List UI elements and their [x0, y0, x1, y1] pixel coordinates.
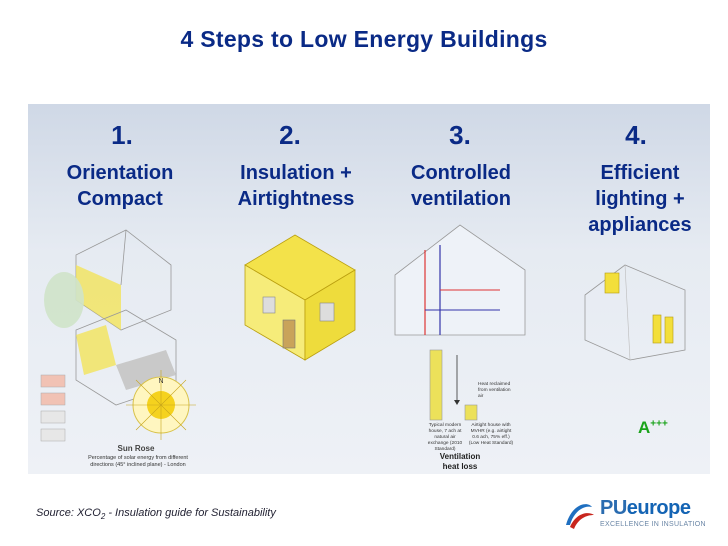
sun-rose-title: Sun Rose — [117, 444, 155, 453]
step-4-heading-line3: appliances — [588, 214, 692, 236]
heat-loss-block-4 — [40, 428, 66, 442]
ventilation-caption-line2: heat loss — [442, 462, 478, 471]
vent-house-outline — [394, 224, 526, 336]
garden-blob — [44, 272, 84, 328]
step-1-heading-line2: Compact — [77, 188, 163, 210]
ventilation-bar-label-left: Typical modern house, 7 ach at natural a… — [427, 423, 463, 452]
logo-brand-prefix: PU — [600, 497, 627, 519]
appliance-1 — [652, 314, 662, 344]
step-3-heading-line1: Controlled — [411, 162, 511, 184]
ventilation-bar-low — [464, 404, 478, 421]
step-4-heading-line2: lighting + — [595, 188, 685, 210]
logo-brand-text: PUeurope — [600, 497, 691, 520]
pu-europe-logo: PUeurope EXCELLENCE IN INSULATION — [560, 495, 710, 535]
heat-loss-block-1 — [40, 374, 66, 388]
sun-rose-caption-line1: Percentage of solar energy from differen… — [88, 455, 188, 461]
ventilation-caption-line1: Ventilation — [439, 452, 481, 461]
step-1-heading: Orientation Compact — [40, 160, 200, 212]
energy-rating-letter: A — [638, 418, 651, 437]
window-2 — [319, 302, 335, 322]
heat-loss-block-2 — [40, 392, 66, 406]
step-1-illustration — [40, 229, 196, 442]
step-2-heading-line2: Airtightness — [237, 188, 355, 210]
house-yellow-roof — [76, 325, 116, 375]
door — [282, 319, 296, 349]
step-3-illustration — [394, 224, 526, 421]
step-2-illustration — [244, 234, 356, 361]
step-2-heading-line1: Insulation + — [240, 162, 352, 184]
step-3-number: 3. — [449, 120, 471, 150]
page-title: 4 Steps to Low Energy Buildings — [180, 26, 548, 52]
step-4-illustration — [584, 264, 686, 361]
house-grey-floor — [116, 350, 176, 390]
source-suffix: - Insulation guide for Sustainability — [105, 507, 276, 519]
heat-reclaimed-annotation: Heat reclaimed from ventilation air — [478, 382, 511, 399]
pu-europe-emblem-icon — [566, 504, 594, 529]
source-prefix: Source: XCO — [36, 507, 101, 519]
ventilation-caption: Ventilation heat loss — [420, 452, 500, 472]
step-4-number: 4. — [625, 120, 647, 150]
ventilation-bar-high — [429, 349, 443, 421]
house-yellow-wall — [76, 265, 121, 330]
source-subscript: 2 — [100, 512, 106, 522]
source-citation: Source: XCO2 - Insulation guide for Sust… — [36, 507, 276, 521]
appliance-house-outline — [584, 264, 686, 361]
solar-panel — [604, 272, 620, 294]
logo-brand-suffix: europe — [626, 497, 691, 519]
appliance-2 — [664, 316, 674, 344]
step-4-heading: Efficient lighting + appliances — [560, 160, 720, 238]
step-4-heading-line1: Efficient — [600, 162, 680, 184]
compass-label: N — [158, 378, 164, 385]
step-2-heading: Insulation + Airtightness — [216, 160, 376, 212]
logo-tagline: EXCELLENCE IN INSULATION — [600, 521, 706, 528]
step-2-number: 2. — [279, 120, 301, 150]
energy-rating-plus: +++ — [650, 418, 668, 430]
sun-rose-caption-line2: directions (45° inclined plane) - London — [90, 462, 186, 468]
step-3-heading: Controlled ventilation — [386, 160, 536, 212]
energy-rating: A+++ — [638, 418, 668, 438]
step-1-number: 1. — [111, 120, 133, 150]
heat-loss-block-3 — [40, 410, 66, 424]
step-3-heading-line2: ventilation — [410, 188, 511, 210]
window-1 — [262, 296, 276, 314]
step-1-heading-line1: Orientation — [66, 162, 174, 184]
ventilation-bar-label-right: Airtight house with MVHR (e.g. airtight … — [468, 423, 514, 446]
